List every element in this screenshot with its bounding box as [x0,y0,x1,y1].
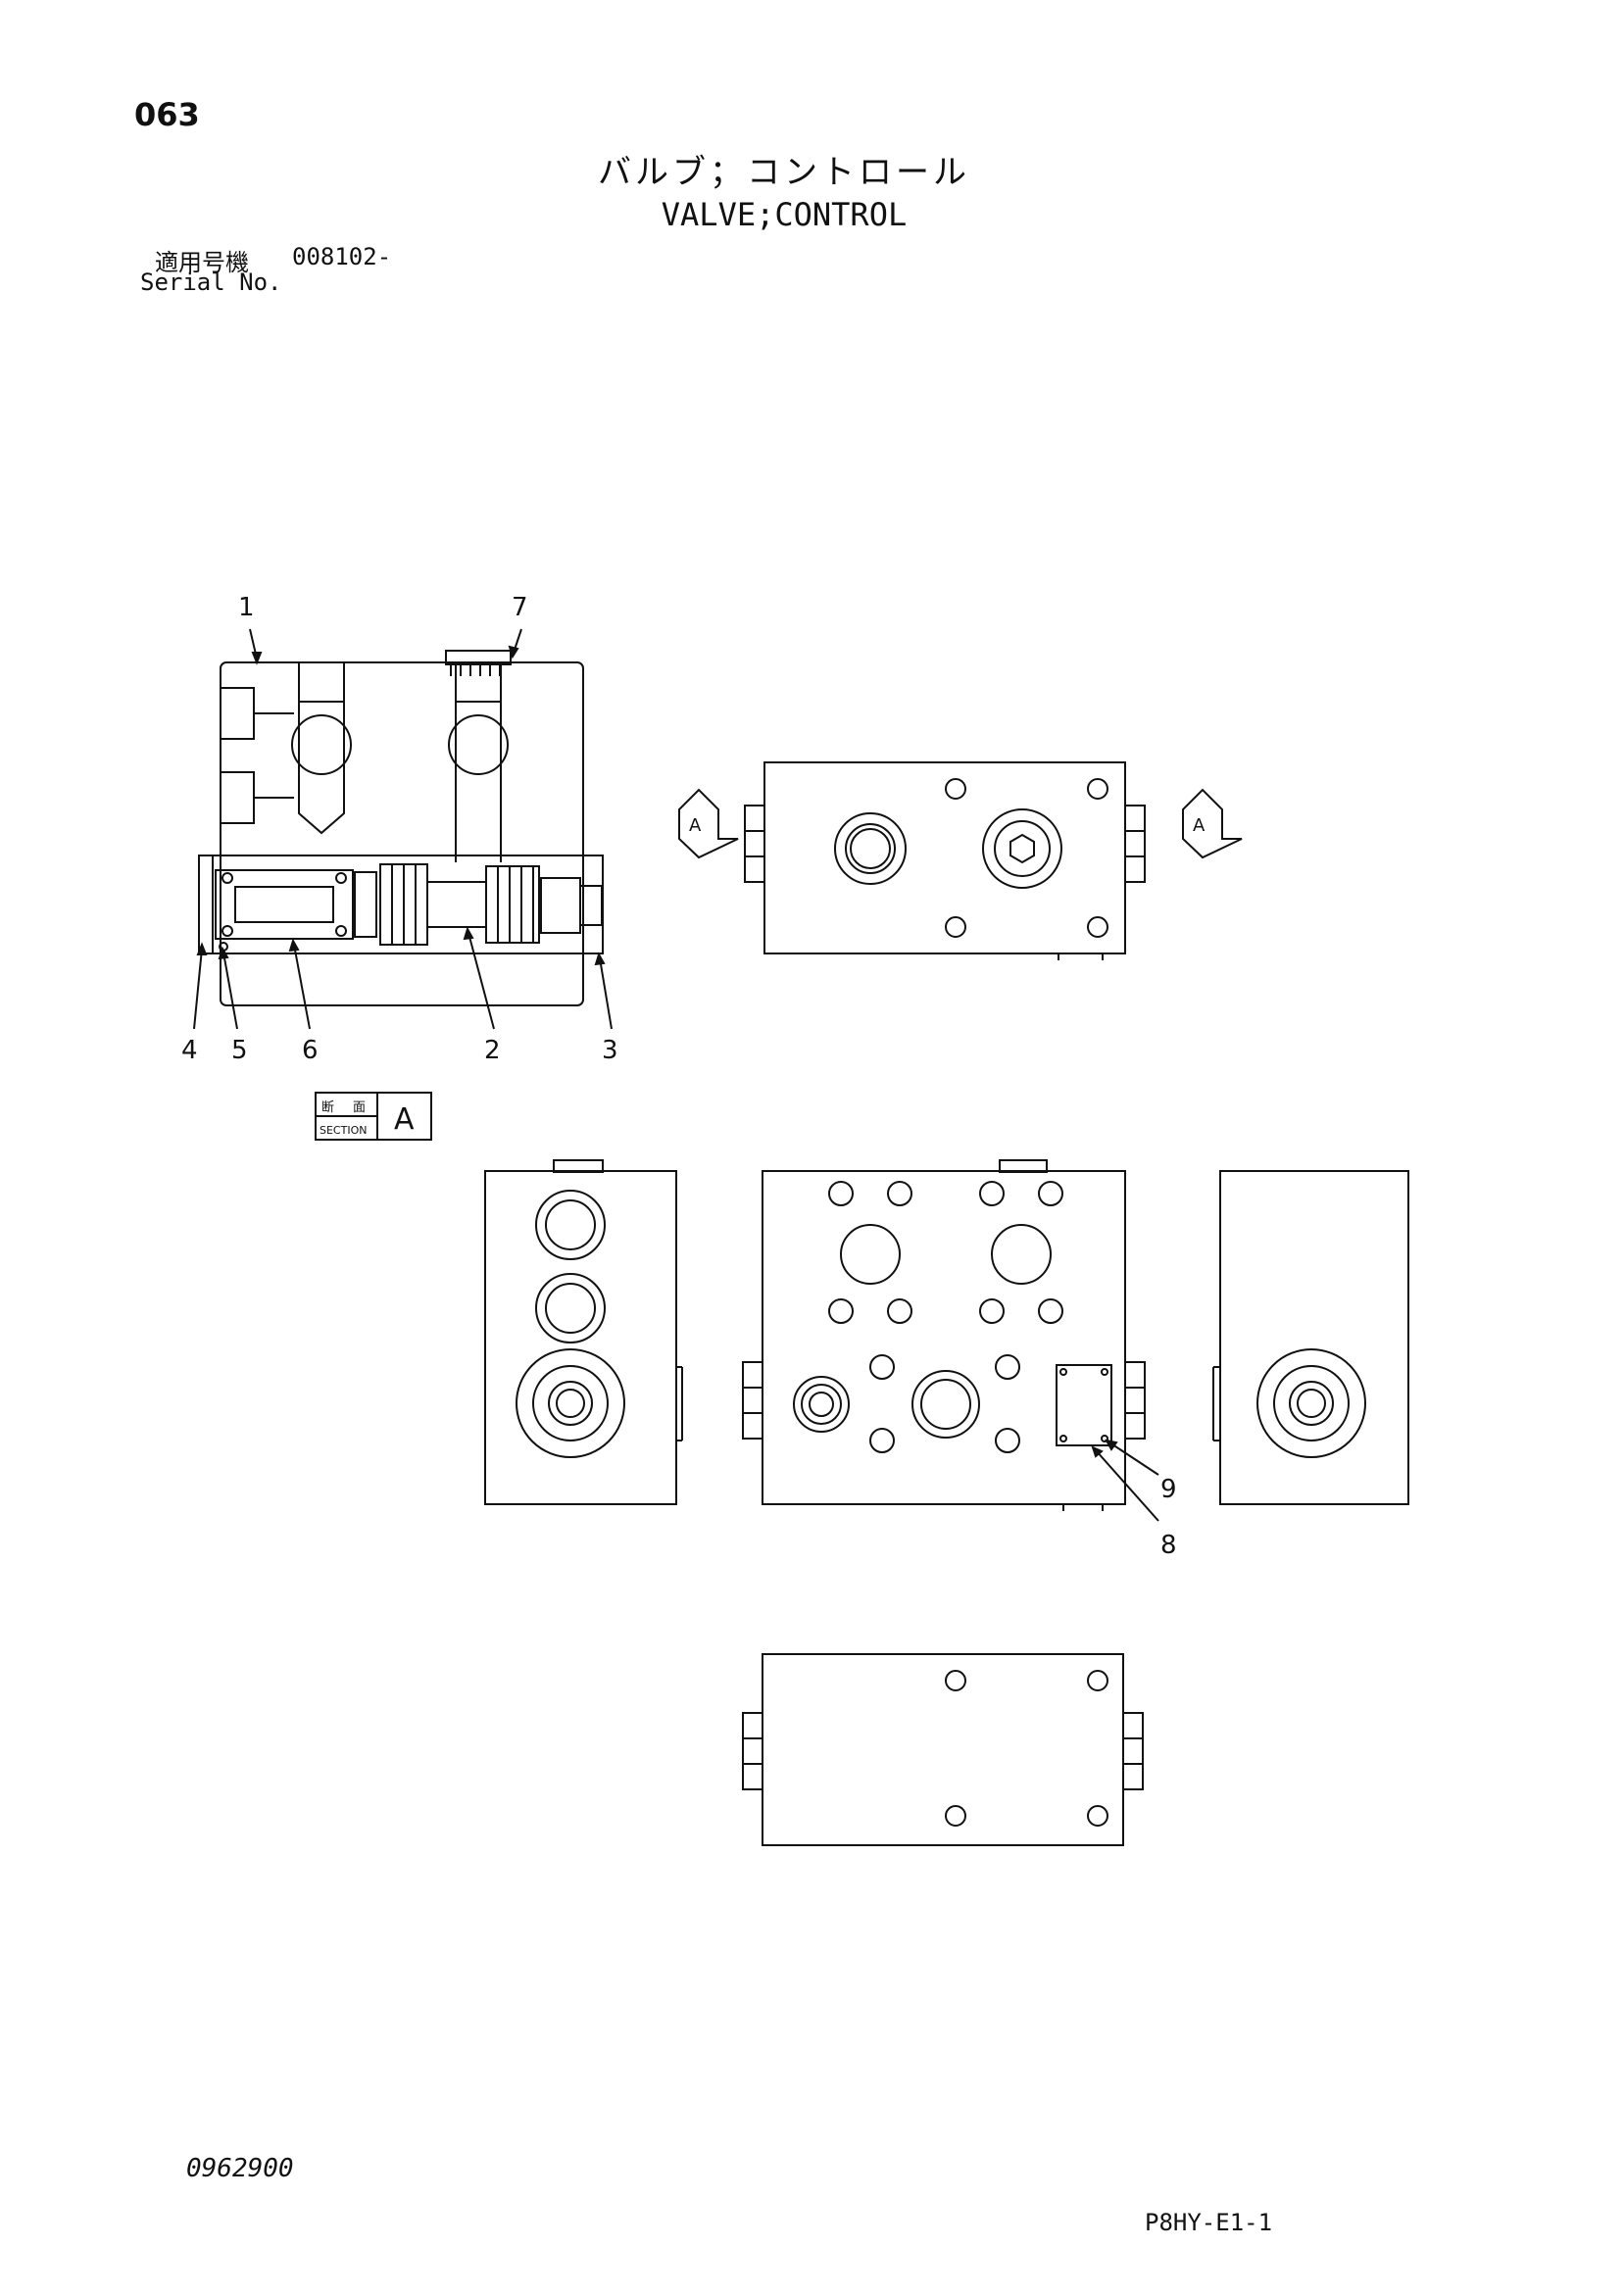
callout-8: 8 [1160,1531,1177,1560]
front-view [742,1159,1159,1522]
top-view [678,761,1243,960]
right-side-view [1212,1170,1409,1505]
section-label-jp-1: 断 [321,1100,334,1115]
section-label-en: SECTION [320,1124,367,1137]
view-marker-left: A [689,815,702,836]
title-english: VALVE;CONTROL [661,196,908,233]
page-code: P8HY-E1-1 [1145,2209,1273,2236]
bottom-view [742,1653,1144,1846]
callout-6: 6 [302,1036,319,1065]
document-number: 0962900 [186,2154,294,2183]
section-letter: A [394,1102,415,1137]
callout-9: 9 [1160,1475,1177,1504]
view-marker-right: A [1193,815,1206,836]
left-side-view [484,1159,683,1505]
callout-3: 3 [602,1036,618,1065]
section-label-jp-2: 面 [353,1100,366,1115]
callout-4: 4 [181,1036,198,1065]
serial-label-japanese: 適用号機 [155,249,249,276]
section-view [193,628,613,1030]
serial-label-english: Serial No. [140,269,282,296]
callout-5: 5 [231,1036,248,1065]
title-japanese: バルブ；コントロール [598,153,970,192]
serial-value: 008102- [292,243,392,270]
callout-2: 2 [484,1036,501,1065]
callout-1: 1 [238,593,255,622]
page-number: 063 [134,96,200,133]
callout-7: 7 [512,593,528,622]
